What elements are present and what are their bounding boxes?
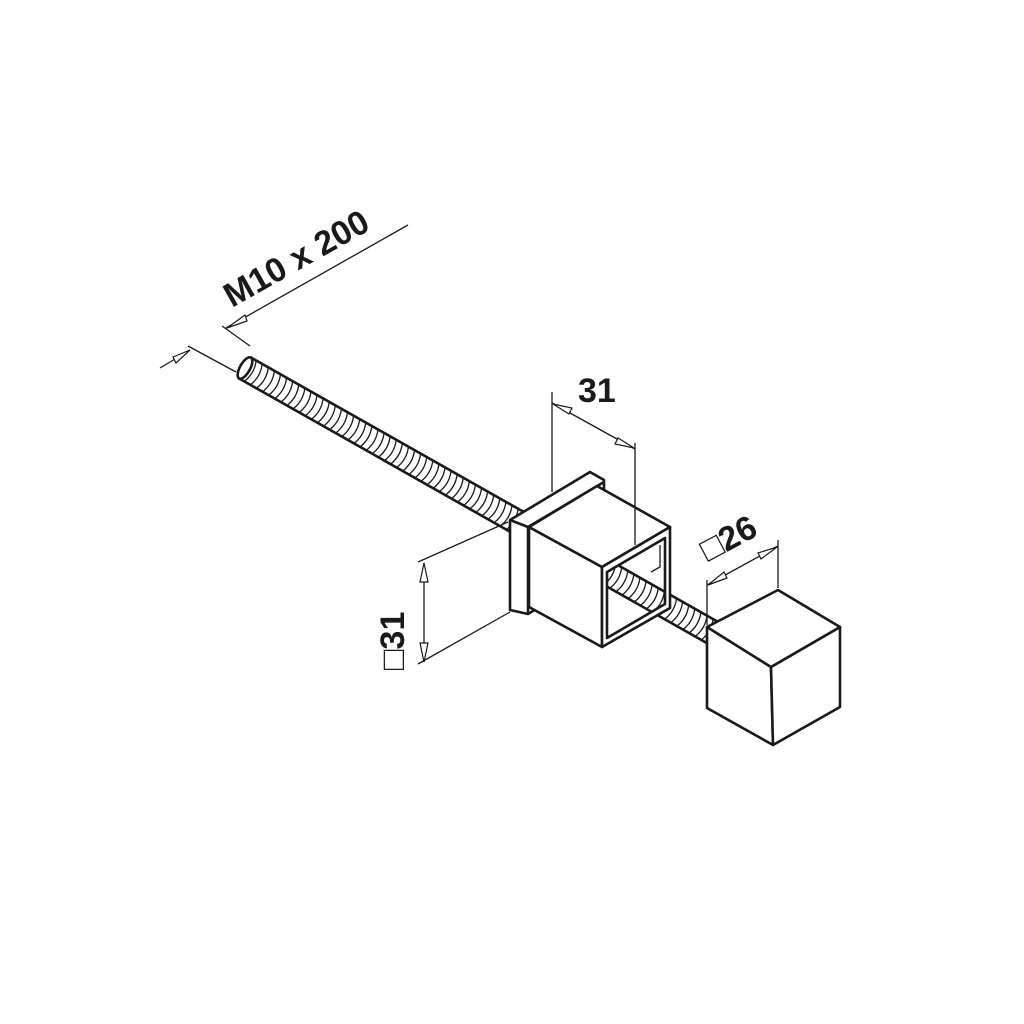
thread-ridge (292, 388, 306, 410)
thread-ridge (396, 446, 410, 469)
thread-ridge (688, 612, 702, 634)
rod-body (237, 356, 723, 646)
thread-ridge (280, 381, 294, 403)
thread-ridge (347, 419, 361, 441)
thread-ridge (250, 363, 263, 386)
end-cap-cube (705, 588, 842, 747)
thread-ridge (335, 412, 349, 434)
thread-ridge (438, 470, 452, 493)
sleeve-square-label: □31 (374, 612, 412, 670)
thread-ridge (676, 605, 690, 627)
threaded-rod (236, 355, 723, 646)
thread-ridge (390, 443, 403, 465)
thread-ridge (426, 463, 440, 486)
thread-ridge (408, 453, 422, 475)
thread-ridge (298, 391, 312, 413)
dimension-sleeve-length: 31 (551, 372, 636, 545)
thread-ridge (304, 394, 318, 417)
thread-ridge (609, 567, 623, 589)
thread-ridge (481, 494, 495, 517)
thread-ridge (475, 491, 489, 513)
thread-ridge (243, 360, 257, 382)
dimension-sleeve-square: □31 (374, 521, 511, 670)
thread-ridge (621, 574, 635, 596)
thread-ridge (384, 439, 397, 462)
thread-ridge (493, 501, 507, 524)
thread-ridge (451, 477, 464, 500)
thread-ridge (463, 484, 477, 507)
thread-ridge (664, 598, 678, 620)
thread-ridge (432, 467, 446, 489)
thread-ridge (377, 436, 391, 458)
thread-ridge (341, 415, 355, 438)
rod-threads (243, 360, 714, 641)
thread-ridge (329, 408, 343, 431)
thread-ridge (414, 456, 428, 479)
thread-ridge (353, 422, 367, 444)
thread-ridge (310, 398, 324, 420)
thread-ridge (286, 384, 300, 407)
thread-ridge (627, 577, 641, 600)
thread-ridge (487, 498, 501, 520)
thread-ridge (615, 570, 629, 593)
thread-ridge (457, 481, 471, 503)
sleeve-length-label: 31 (578, 372, 616, 410)
thread-ridge (670, 601, 684, 624)
thread-ridge (323, 405, 336, 427)
thread-ridge (317, 401, 330, 424)
dimension-rod-length: M10 x 200 (159, 203, 409, 373)
thread-ridge (420, 460, 434, 482)
sleeve-opening (600, 525, 672, 649)
thread-ridge (682, 608, 696, 631)
thread-ridge (444, 474, 458, 496)
thread-ridge (268, 374, 282, 396)
thread-ridge (256, 367, 269, 389)
rod-end-chamfer (236, 355, 254, 381)
thread-ridge (262, 370, 276, 393)
thread-ridge (402, 450, 416, 472)
thread-ridge (469, 487, 483, 510)
thread-ridge (365, 429, 379, 451)
thread-ridge (359, 425, 373, 448)
thread-ridge (639, 584, 653, 606)
thread-ridge (646, 587, 659, 610)
rod-length-label: M10 x 200 (217, 203, 376, 315)
thread-ridge (274, 377, 288, 400)
thread-ridge (371, 432, 385, 455)
thread-ridge (633, 581, 647, 603)
square-sleeve (527, 484, 672, 649)
